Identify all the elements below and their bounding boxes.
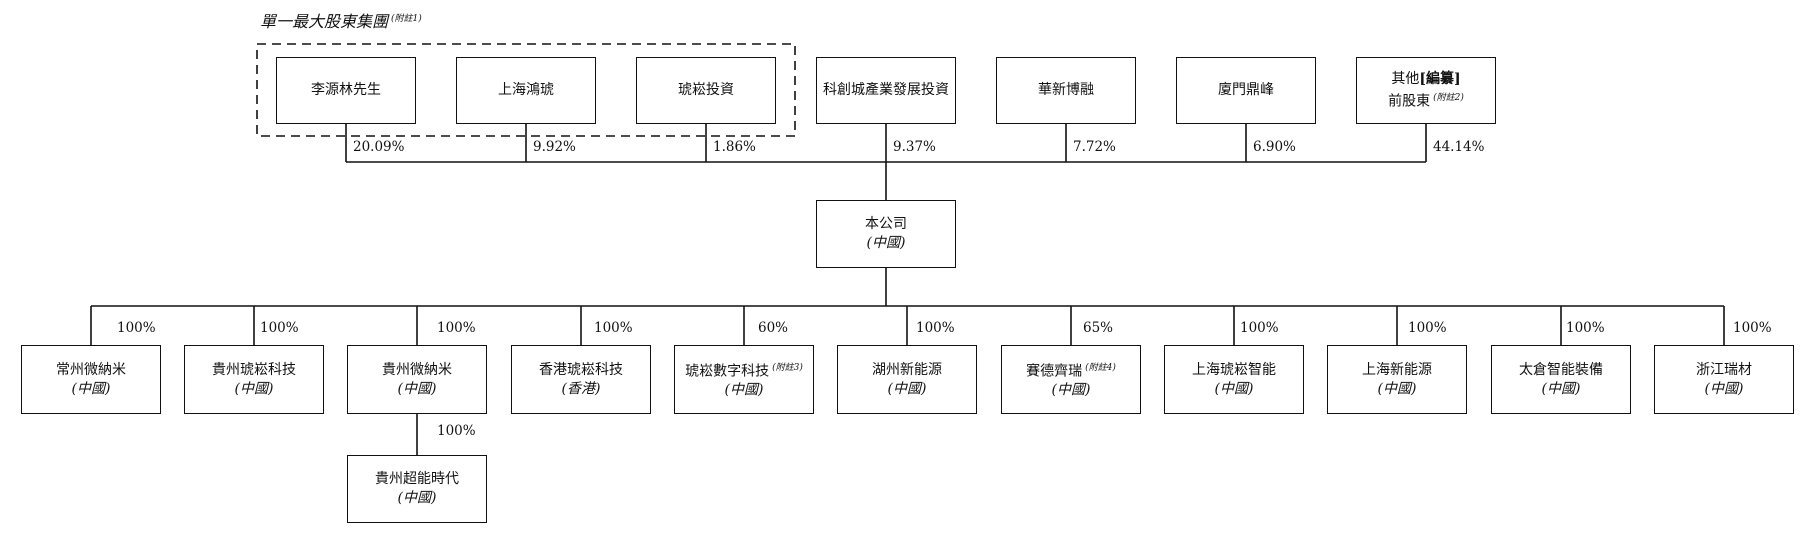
subsidiary-name: 太倉智能裝備 — [1519, 361, 1603, 378]
grandchild-box: 貴州超能時代 (中國) — [347, 455, 487, 523]
shareholder-name-prefix: 其他 — [1391, 70, 1420, 87]
grandchild-pct: 100% — [437, 423, 476, 439]
subsidiary-jurisdiction: (中國) — [724, 382, 764, 399]
grandchild-jurisdiction: (中國) — [397, 490, 437, 506]
shareholder-box: 科創城產業發展投資 — [816, 57, 956, 124]
grandchild-name: 貴州超能時代 — [375, 471, 459, 487]
subsidiary-name: 常州微納米 — [56, 361, 126, 378]
subsidiary-box: 浙江瑞材 (中國) — [1654, 345, 1794, 414]
shareholding-pct: 44.14% — [1433, 139, 1485, 155]
subsidiary-name: 上海琥崧智能 — [1192, 361, 1276, 378]
subsidiary-jurisdiction: (中國) — [234, 380, 274, 397]
company-box: 本公司 (中國) — [816, 200, 956, 268]
company-jurisdiction: (中國) — [866, 235, 906, 251]
shareholder-box: 華新博融 — [996, 57, 1136, 124]
shareholder-box: 其他[編纂] 前股東(附註2) — [1356, 57, 1496, 124]
shareholding-pct: 7.72% — [1073, 139, 1116, 155]
subsidiary-pct: 65% — [1083, 320, 1114, 336]
subsidiary-jurisdiction: (中國) — [1541, 380, 1581, 397]
shareholder-name: 上海鴻琥 — [498, 82, 554, 98]
subsidiary-pct: 100% — [437, 320, 476, 336]
shareholder-name: 廈門鼎峰 — [1218, 82, 1274, 98]
subsidiary-box: 上海新能源 (中國) — [1327, 345, 1467, 414]
subsidiary-box: 太倉智能裝備 (中國) — [1491, 345, 1631, 414]
shareholder-name: 華新博融 — [1038, 82, 1094, 98]
subsidiary-box: 上海琥崧智能 (中國) — [1164, 345, 1304, 414]
subsidiary-jurisdiction: (香港) — [561, 380, 601, 397]
company-name: 本公司 — [865, 216, 907, 232]
redacted-label: [編纂] — [1419, 70, 1461, 87]
shareholder-name: 李源林先生 — [311, 82, 381, 98]
shareholder-box: 琥崧投資 — [636, 57, 776, 124]
group-title-text: 單一最大股東集團 — [260, 12, 389, 31]
shareholder-box: 廈門鼎峰 — [1176, 57, 1316, 124]
subsidiary-pct: 100% — [260, 320, 299, 336]
shareholding-pct: 6.90% — [1253, 139, 1296, 155]
subsidiary-pct: 100% — [1733, 320, 1772, 336]
subsidiary-pct: 100% — [1566, 320, 1605, 336]
subsidiary-pct: 100% — [1408, 320, 1447, 336]
subsidiary-pct: 100% — [1240, 320, 1279, 336]
subsidiary-note: (附註4) — [1085, 362, 1116, 373]
shareholder-name: 琥崧投資 — [678, 82, 734, 98]
shareholder-box: 李源林先生 — [276, 57, 416, 124]
subsidiary-name: 上海新能源 — [1362, 361, 1432, 378]
subsidiary-box: 香港琥崧科技 (香港) — [511, 345, 651, 414]
shareholding-pct: 20.09% — [353, 139, 405, 155]
subsidiary-jurisdiction: (中國) — [1377, 380, 1417, 397]
subsidiary-jurisdiction: (中國) — [887, 380, 927, 397]
subsidiary-note: (附註3) — [772, 362, 803, 373]
subsidiary-pct: 60% — [758, 320, 789, 336]
subsidiary-name: 湖州新能源 — [872, 361, 942, 378]
subsidiary-jurisdiction: (中國) — [1051, 382, 1091, 399]
subsidiary-box: 常州微納米 (中國) — [21, 345, 161, 414]
shareholder-name-text: 前股東 — [1388, 93, 1431, 110]
shareholder-note: (附註2) — [1433, 92, 1464, 103]
shareholding-pct: 9.92% — [533, 139, 576, 155]
subsidiary-name: 香港琥崧科技 — [539, 361, 623, 378]
shareholding-pct: 9.37% — [893, 139, 936, 155]
subsidiary-name: 琥崧數字科技 — [685, 363, 770, 380]
shareholder-name-line2: 前股東(附註2) — [1388, 89, 1464, 112]
subsidiary-jurisdiction: (中國) — [397, 380, 437, 397]
shareholder-box: 上海鴻琥 — [456, 57, 596, 124]
subsidiary-name: 賽德齊瑞 — [1026, 363, 1083, 380]
subsidiary-name-line: 琥崧數字科技(附註3) — [685, 359, 803, 382]
subsidiary-jurisdiction: (中國) — [1214, 380, 1254, 397]
subsidiary-name: 貴州琥崧科技 — [212, 361, 296, 378]
group-note: (附註1) — [391, 13, 422, 24]
subsidiary-box: 琥崧數字科技(附註3) (中國) — [674, 345, 814, 414]
subsidiary-name: 浙江瑞材 — [1696, 361, 1752, 378]
subsidiary-pct: 100% — [916, 320, 955, 336]
subsidiary-pct: 100% — [594, 320, 633, 336]
subsidiary-name: 貴州微納米 — [382, 361, 452, 378]
subsidiary-jurisdiction: (中國) — [1704, 380, 1744, 397]
subsidiary-box: 貴州琥崧科技 (中國) — [184, 345, 324, 414]
subsidiary-pct: 100% — [117, 320, 156, 336]
group-title: 單一最大股東集團(附註1) — [260, 8, 422, 32]
subsidiary-box: 貴州微納米 (中國) — [347, 345, 487, 414]
subsidiary-name-line: 賽德齊瑞(附註4) — [1026, 359, 1116, 382]
subsidiary-box: 湖州新能源 (中國) — [837, 345, 977, 414]
shareholding-pct: 1.86% — [713, 139, 756, 155]
shareholder-name: 科創城產業發展投資 — [823, 82, 949, 98]
shareholder-name-line1: 其他[編纂] — [1391, 70, 1460, 89]
subsidiary-jurisdiction: (中國) — [71, 380, 111, 397]
subsidiary-box: 賽德齊瑞(附註4) (中國) — [1001, 345, 1141, 414]
